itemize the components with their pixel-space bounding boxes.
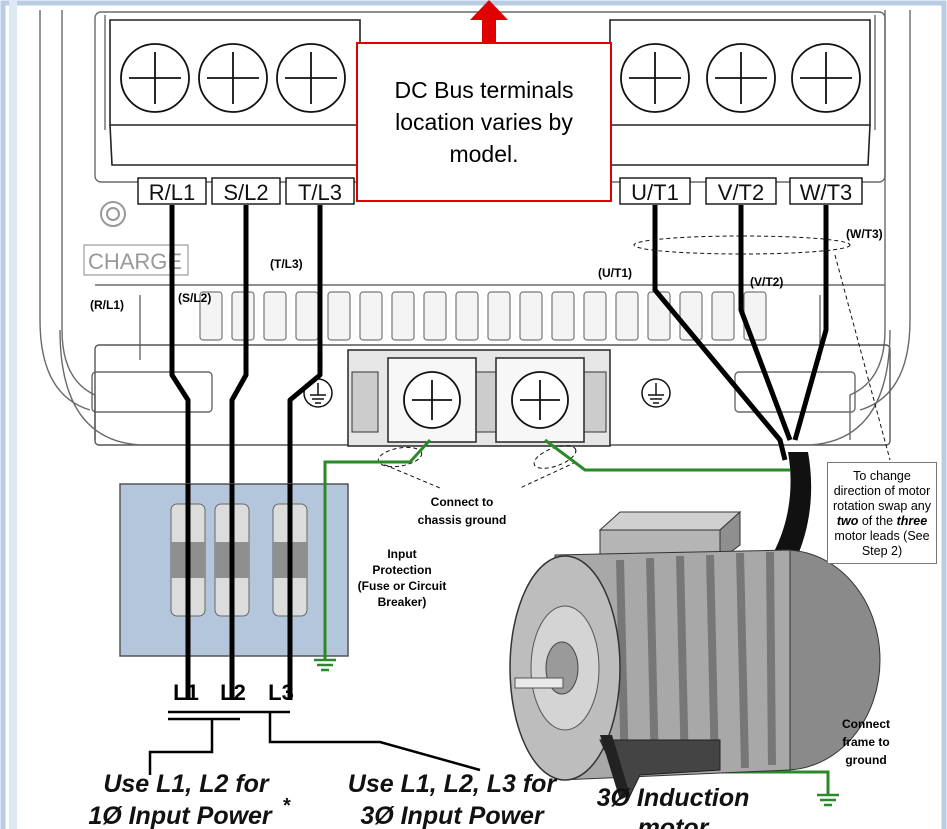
terminal-label-tl3: T/L3 bbox=[298, 180, 342, 205]
charge-label: CHARGE bbox=[88, 249, 182, 274]
input-protection-line1: Input bbox=[387, 547, 416, 561]
motor-label-line1: 3Ø Induction bbox=[597, 784, 750, 812]
vent-slots bbox=[199, 291, 767, 341]
three-phase-line1: Use L1, L2, L3 for bbox=[348, 770, 558, 798]
single-phase-line2: 1Ø Input Power bbox=[88, 802, 273, 829]
rotation-note-text3: motor leads (See Step 2) bbox=[834, 529, 930, 558]
terminal-label-wt3: W/T3 bbox=[800, 180, 853, 205]
line-label-l2: L2 bbox=[220, 680, 246, 705]
wire-label-sl2: (S/L2) bbox=[178, 291, 211, 305]
terminal-label-vt2: V/T2 bbox=[718, 180, 764, 205]
line-label-l3: L3 bbox=[268, 680, 294, 705]
connect-frame-line2: frame to bbox=[842, 735, 889, 749]
terminal-screws bbox=[120, 43, 861, 113]
motor-label-line2: motor bbox=[638, 814, 710, 829]
wire-label-vt2: (V/T2) bbox=[750, 275, 783, 289]
supply-bus bbox=[148, 710, 481, 775]
fuses bbox=[170, 503, 308, 617]
terminal-label-rl1: R/L1 bbox=[149, 180, 195, 205]
connect-chassis-line2: chassis ground bbox=[418, 513, 507, 527]
induction-motor bbox=[509, 510, 881, 802]
connect-frame-line1: Connect bbox=[842, 717, 890, 731]
terminal-labels: R/L1 S/L2 T/L3 U/T1 V/T2 W/T3 bbox=[137, 177, 863, 205]
dc-bus-callout: DC Bus terminals location varies by mode… bbox=[356, 42, 612, 202]
three-phase-line2: 3Ø Input Power bbox=[360, 802, 545, 829]
wire-label-tl3: (T/L3) bbox=[270, 257, 303, 271]
fuse-wires bbox=[185, 484, 293, 700]
ground-terminal-block bbox=[347, 349, 611, 447]
terminal-label-sl2: S/L2 bbox=[223, 180, 268, 205]
connect-chassis-line1: Connect to bbox=[431, 495, 494, 509]
single-phase-asterisk: * bbox=[283, 795, 291, 817]
rotation-note-text1: To change direction of motor rotation sw… bbox=[833, 469, 931, 513]
wire-label-rl1: (R/L1) bbox=[90, 298, 124, 312]
input-protection-line3: (Fuse or Circuit bbox=[358, 579, 447, 593]
rotation-note-three: three bbox=[896, 514, 928, 528]
callout-arrow-shaft bbox=[482, 18, 496, 46]
ground-symbols bbox=[314, 658, 839, 807]
dc-bus-callout-text: DC Bus terminals location varies by mode… bbox=[394, 77, 574, 167]
input-protection-line4: Breaker) bbox=[378, 595, 427, 609]
motor-leads bbox=[652, 205, 829, 461]
single-phase-line1: Use L1, L2 for bbox=[103, 770, 270, 798]
terminal-label-ut1: U/T1 bbox=[631, 180, 679, 205]
left-frame-bar bbox=[9, 0, 17, 829]
rotation-note-two: two bbox=[836, 514, 859, 528]
rotation-note: To change direction of motor rotation sw… bbox=[827, 462, 937, 564]
wire-label-wt3: (W/T3) bbox=[846, 227, 883, 241]
callout-arrow-head bbox=[470, 0, 508, 20]
connect-frame-line3: ground bbox=[845, 753, 886, 767]
line-label-l1: L1 bbox=[173, 680, 199, 705]
input-protection-line2: Protection bbox=[372, 563, 431, 577]
rotation-note-text2: of the bbox=[861, 514, 894, 528]
wire-label-ut1: (U/T1) bbox=[598, 266, 632, 280]
drive-housing bbox=[39, 10, 911, 446]
charge-lamp-icon bbox=[100, 201, 126, 227]
